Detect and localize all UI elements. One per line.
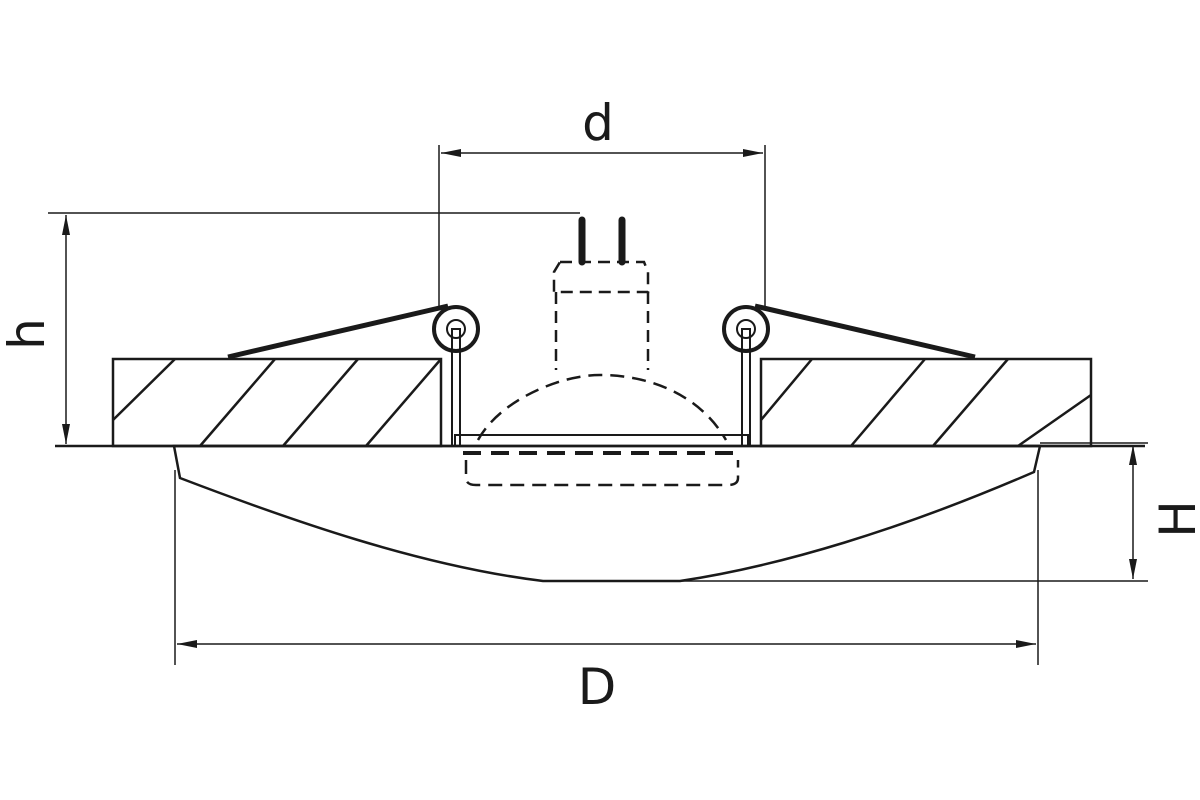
dimension-D <box>174 470 1039 665</box>
dimension-label-d: d <box>582 94 614 152</box>
dimension-H <box>680 442 1148 582</box>
ceiling-panel-right <box>759 357 1093 448</box>
bulb <box>463 216 740 487</box>
ceiling-panel-left <box>111 357 443 448</box>
dimension-d <box>438 145 766 306</box>
frame-plate <box>454 434 749 447</box>
dimension-label-D: D <box>578 658 617 716</box>
dimension-label-h: h <box>0 318 56 350</box>
dimension-h <box>48 212 580 444</box>
dimension-label-H: H <box>1149 500 1200 538</box>
spring-clip-right <box>722 303 976 447</box>
spring-clip-left <box>227 303 480 447</box>
lamp-lens <box>172 444 1042 583</box>
